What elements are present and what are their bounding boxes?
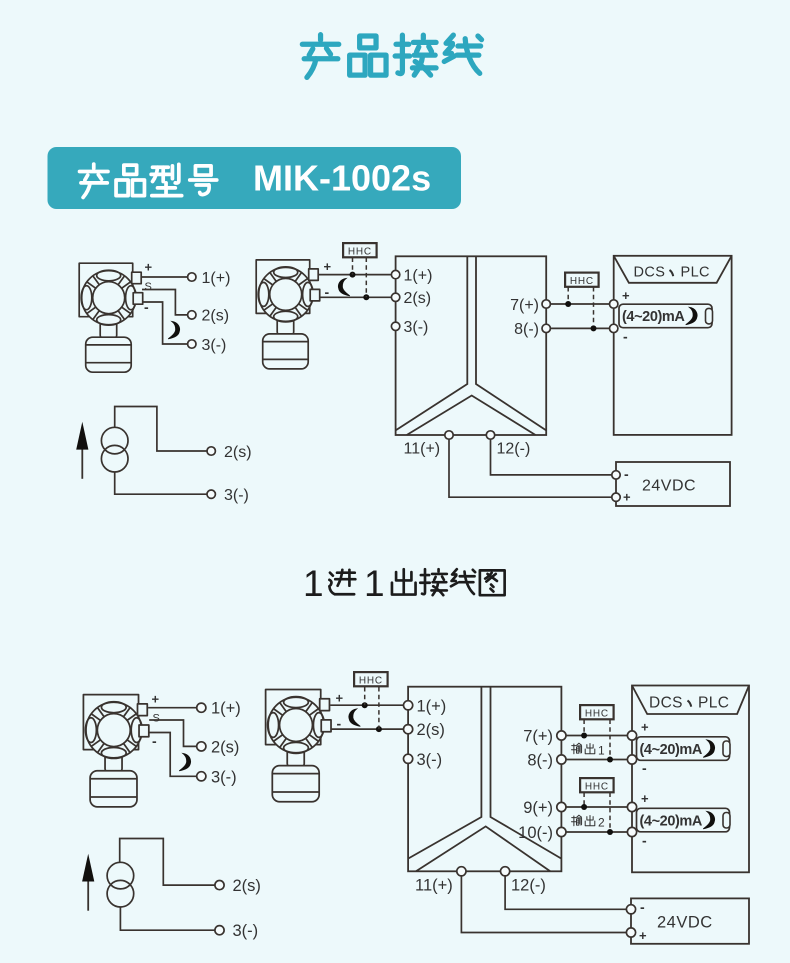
svg-text:12(-): 12(-)	[497, 441, 531, 458]
svg-text:+: +	[152, 692, 160, 707]
svg-text:2(s): 2(s)	[211, 738, 239, 756]
svg-text:12(-): 12(-)	[511, 877, 546, 895]
svg-text:+: +	[145, 260, 153, 275]
svg-text:3(-): 3(-)	[202, 337, 227, 354]
svg-text:3(-): 3(-)	[211, 768, 237, 786]
svg-text:-: -	[623, 329, 628, 345]
svg-text:1: 1	[303, 563, 324, 604]
svg-text:+: +	[623, 490, 631, 505]
svg-text:2(s): 2(s)	[233, 877, 261, 895]
svg-text:8(-): 8(-)	[514, 321, 539, 338]
svg-text:-: -	[325, 284, 330, 300]
svg-text:1(+): 1(+)	[202, 270, 231, 287]
svg-text:7(+): 7(+)	[523, 727, 553, 745]
svg-text:10(-): 10(-)	[518, 824, 553, 842]
svg-text:1(+): 1(+)	[211, 700, 241, 718]
svg-text:+: +	[324, 259, 332, 274]
svg-text:2(s): 2(s)	[224, 444, 252, 461]
svg-text:+: +	[336, 691, 344, 706]
svg-text:2(s): 2(s)	[404, 290, 432, 307]
svg-text:3(-): 3(-)	[233, 922, 259, 940]
svg-text:-: -	[144, 299, 149, 315]
svg-text:3(-): 3(-)	[404, 319, 429, 336]
svg-text:1: 1	[364, 563, 385, 604]
svg-text:+: +	[641, 791, 649, 806]
svg-text:DCS: DCS	[649, 695, 683, 712]
svg-text:3(-): 3(-)	[224, 487, 249, 504]
svg-text:9(+): 9(+)	[523, 799, 553, 817]
svg-text:S: S	[145, 281, 152, 293]
svg-text:+: +	[639, 928, 647, 943]
svg-text:-: -	[642, 760, 647, 776]
svg-text:-: -	[640, 899, 645, 915]
svg-text:7(+): 7(+)	[510, 297, 539, 314]
svg-text:DCS: DCS	[634, 265, 666, 281]
svg-text:1: 1	[598, 744, 605, 758]
svg-text:1(+): 1(+)	[417, 697, 447, 715]
svg-text:-: -	[642, 833, 647, 849]
svg-text:+: +	[622, 288, 630, 303]
svg-text:MIK-1002s: MIK-1002s	[253, 158, 431, 199]
svg-text:11(+): 11(+)	[415, 877, 453, 895]
svg-text:2: 2	[598, 816, 605, 830]
svg-text:8(-): 8(-)	[527, 751, 553, 769]
svg-text:24VDC: 24VDC	[642, 478, 696, 495]
svg-text:2(s): 2(s)	[202, 308, 230, 325]
svg-text:1(+): 1(+)	[404, 267, 433, 284]
svg-text:24VDC: 24VDC	[657, 914, 713, 932]
svg-text:PLC: PLC	[681, 265, 710, 281]
svg-text:S: S	[153, 713, 160, 725]
svg-text:-: -	[152, 733, 157, 749]
svg-text:-: -	[337, 716, 342, 732]
svg-text:-: -	[624, 466, 629, 482]
svg-text:2(s): 2(s)	[417, 721, 445, 739]
svg-text:+: +	[641, 720, 649, 735]
svg-text:11(+): 11(+)	[404, 441, 441, 458]
svg-text:PLC: PLC	[698, 695, 729, 712]
svg-text:3(-): 3(-)	[417, 751, 443, 769]
